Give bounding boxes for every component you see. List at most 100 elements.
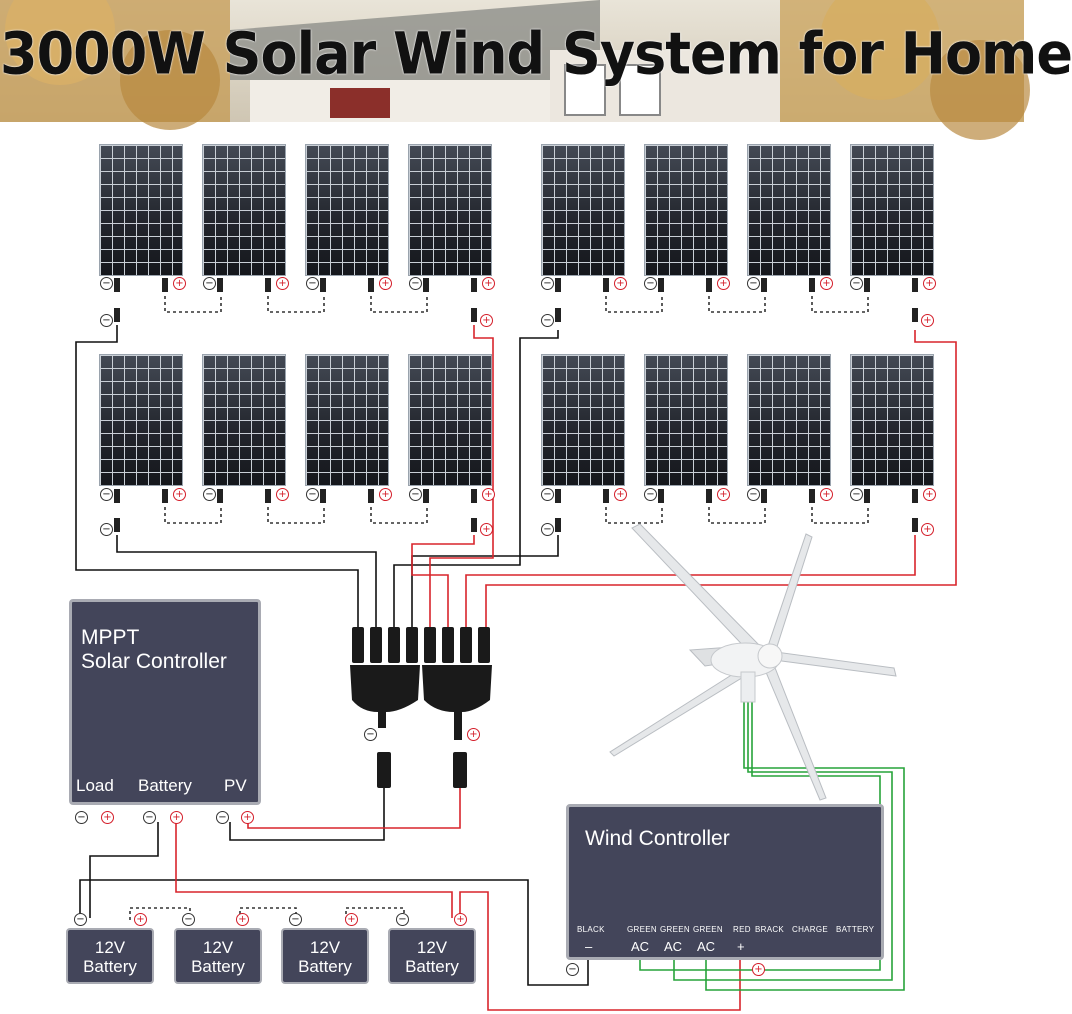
solar-panel xyxy=(202,354,286,486)
plus-icon: + xyxy=(345,913,358,926)
minus-icon: − xyxy=(541,277,554,290)
minus-icon: − xyxy=(409,488,422,501)
minus-icon: − xyxy=(100,523,113,536)
branch-connector-negative xyxy=(350,627,420,788)
battery-label: Battery xyxy=(405,957,459,976)
battery-voltage: 12V xyxy=(416,938,448,957)
series-links xyxy=(164,296,869,524)
plus-icon: + xyxy=(480,523,493,536)
solar-panel xyxy=(305,354,389,486)
plus-icon: + xyxy=(820,488,833,501)
minus-icon: − xyxy=(75,811,88,824)
terminal-green-3-label: GREEN xyxy=(693,925,723,934)
plus-icon: + xyxy=(921,314,934,327)
mppt-solar-controller: MPPT Solar Controller Load Battery PV xyxy=(69,599,261,805)
mppt-load-label: Load xyxy=(76,776,114,795)
minus-icon: − xyxy=(541,488,554,501)
plus-icon: + xyxy=(482,488,495,501)
plus-icon: + xyxy=(173,488,186,501)
minus-icon: − xyxy=(566,963,579,976)
minus-icon: − xyxy=(306,277,319,290)
terminal-black-label: BLACK xyxy=(577,925,605,934)
banner-title: 3000W Solar Wind System for Home xyxy=(0,19,1072,88)
minus-icon: − xyxy=(289,913,302,926)
minus-icon: − xyxy=(541,523,554,536)
wind-controller-title: Wind Controller xyxy=(585,827,730,850)
wiring-diagram xyxy=(75,278,957,1011)
terminal-red-symbol: + xyxy=(737,939,745,954)
plus-icon: + xyxy=(480,314,493,327)
solar-panel xyxy=(644,144,728,276)
terminal-green-1-ac: AC xyxy=(631,939,650,954)
solar-panel xyxy=(747,144,831,276)
plus-icon: + xyxy=(379,488,392,501)
solar-panel xyxy=(850,354,934,486)
minus-icon: − xyxy=(364,728,377,741)
mppt-pv-label: PV xyxy=(224,776,247,795)
wind-turbine xyxy=(609,523,897,801)
minus-icon: − xyxy=(541,314,554,327)
solar-panel xyxy=(408,144,492,276)
plus-icon: + xyxy=(717,488,730,501)
minus-icon: − xyxy=(850,277,863,290)
solar-panel xyxy=(644,354,728,486)
mppt-battery-label: Battery xyxy=(138,776,192,795)
solar-panel xyxy=(99,144,183,276)
plus-icon: + xyxy=(467,728,480,741)
minus-icon: − xyxy=(100,314,113,327)
plus-icon: + xyxy=(134,913,147,926)
battery-12v: 12V Battery xyxy=(281,928,369,984)
banner: 3000W Solar Wind System for Home xyxy=(0,0,1072,140)
minus-icon: − xyxy=(143,811,156,824)
plus-icon: + xyxy=(923,488,936,501)
negative-string-wires xyxy=(75,325,559,841)
plus-icon: + xyxy=(820,277,833,290)
minus-icon: − xyxy=(203,488,216,501)
terminal-red-label: RED xyxy=(733,925,751,934)
wind-controller: Wind Controller BLACK – GREEN AC GREEN A… xyxy=(566,804,884,960)
battery-12v: 12V Battery xyxy=(66,928,154,984)
plus-icon: + xyxy=(921,523,934,536)
plus-icon: + xyxy=(379,277,392,290)
terminal-green-3-ac: AC xyxy=(697,939,716,954)
battery-label: Battery xyxy=(191,957,245,976)
mppt-title-line2: Solar Controller xyxy=(81,650,227,673)
battery-12v: 12V Battery xyxy=(388,928,476,984)
solar-panel xyxy=(408,354,492,486)
plus-icon: + xyxy=(170,811,183,824)
minus-icon: − xyxy=(203,277,216,290)
plus-icon: + xyxy=(752,963,765,976)
plus-icon: + xyxy=(482,277,495,290)
plus-icon: + xyxy=(173,277,186,290)
battery-12v: 12V Battery xyxy=(174,928,262,984)
plus-icon: + xyxy=(454,913,467,926)
battery-series-links xyxy=(129,907,405,920)
solar-panel xyxy=(541,354,625,486)
terminal-black-symbol: – xyxy=(585,939,593,954)
solar-panel xyxy=(305,144,389,276)
solar-panel xyxy=(850,144,934,276)
plus-icon: + xyxy=(614,488,627,501)
plus-icon: + xyxy=(101,811,114,824)
battery-label: Battery xyxy=(298,957,352,976)
minus-icon: − xyxy=(850,488,863,501)
panel-connectors xyxy=(114,278,918,532)
minus-icon: − xyxy=(747,277,760,290)
battery-label: Battery xyxy=(83,957,137,976)
minus-icon: − xyxy=(100,277,113,290)
plus-icon: + xyxy=(276,488,289,501)
plus-icon: + xyxy=(614,277,627,290)
minus-icon: − xyxy=(74,913,87,926)
plus-icon: + xyxy=(276,277,289,290)
minus-icon: − xyxy=(216,811,229,824)
plus-icon: + xyxy=(717,277,730,290)
minus-icon: − xyxy=(306,488,319,501)
terminal-charge-label: CHARGE xyxy=(792,925,829,934)
battery-positive-wires xyxy=(175,822,741,1011)
house-photo-background xyxy=(0,0,1030,140)
minus-icon: − xyxy=(644,277,657,290)
plus-icon: + xyxy=(923,277,936,290)
terminal-green-2-label: GREEN xyxy=(660,925,690,934)
branch-connector-positive xyxy=(422,627,492,788)
terminal-battery-label: BATTERY xyxy=(836,925,875,934)
